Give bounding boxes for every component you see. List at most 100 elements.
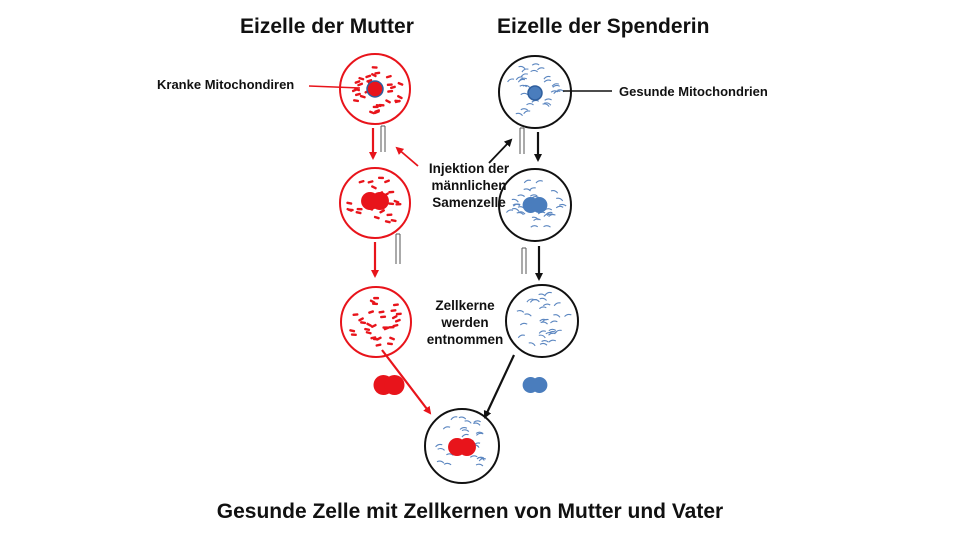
- donor-cell-3-mitochondrion: [542, 303, 551, 307]
- donor-cell-1-mitochondrion: [543, 75, 551, 80]
- mother-cell-1-mitochondrion: [366, 79, 373, 83]
- mother-cell-3-mitochondrion: [373, 296, 380, 300]
- injection-line-3: Samenzelle: [432, 195, 506, 210]
- mother-removed-nuclei: [373, 375, 405, 395]
- donor-cell-1-mitochondrion: [519, 77, 528, 81]
- mother-cell-2-mitochondrion: [358, 179, 365, 184]
- mother-cell-1-mitochondrion: [394, 99, 401, 104]
- donor-cell-1-mitochondrion: [518, 65, 526, 70]
- donor-removed-nuclei: [522, 377, 548, 393]
- donor-cell-3-mitochondrion: [516, 309, 525, 313]
- result-cell-mitochondrion: [461, 429, 470, 432]
- donor-cell-3-mitochondrion: [539, 318, 547, 322]
- mother-cell-3-mitochondrion: [391, 315, 398, 320]
- mother-cell-3-mitochondrion: [392, 323, 399, 328]
- donor-cell-2-mitochondrion: [535, 180, 543, 184]
- mother-cell-2-mitochondrion: [346, 201, 353, 205]
- mother-cell-1-mitochondrion: [397, 94, 403, 100]
- mother-cell-3-mitochondrion: [380, 315, 387, 319]
- nuclei-removed-line-3: entnommen: [426, 332, 504, 347]
- result-cell-mitochondrion: [477, 456, 485, 461]
- mother-cell-2-mitochondrion: [346, 207, 353, 212]
- donor-cell-1-mitochondrion: [507, 78, 515, 83]
- donor-cell-3-mitochondrion: [553, 302, 561, 307]
- donor-cell-1-mitochondrion: [523, 110, 531, 115]
- mother-cell-1-mitochondrion: [385, 74, 392, 79]
- mother-cell-1-mitochondrion: [375, 103, 382, 108]
- result-cell-mitochondrion: [459, 427, 468, 430]
- mother-cell-2-mitochondrion: [393, 199, 400, 204]
- donor-cell-2-mitochondrion: [555, 205, 564, 209]
- donor-to-result-arrow: [483, 354, 515, 419]
- sick-mito-pointer: [308, 85, 361, 89]
- donor-cell-3-mitochondrion: [538, 306, 547, 310]
- nuclei-removed-line-1: Zellkerne: [435, 298, 495, 313]
- donor-cell-2-mitochondrion: [550, 190, 559, 194]
- donor-cell-3-mitochondrion: [528, 342, 536, 347]
- donor-cell-1-mitochondrion: [530, 69, 538, 73]
- donor-cell-2-mitochondrion: [512, 203, 521, 206]
- donor-cell-3-mitochondrion: [524, 313, 532, 317]
- mother-cell-3-mitochondrion: [358, 317, 364, 322]
- nuclei-removed-line-2: werden: [441, 315, 489, 330]
- donor-cell-2-mitochondrion: [523, 179, 531, 184]
- donor-cell-1-mitochondrion: [551, 83, 560, 87]
- mother-cell-3-mitochondrion: [375, 336, 382, 341]
- mother-cell-3-mitochondrion: [350, 333, 357, 337]
- mother-cell-1-mitochondrion: [354, 80, 361, 84]
- result-cell-mitochondrion: [437, 447, 445, 451]
- donor-cell-2-mitochondrion: [512, 207, 520, 212]
- result-cell-mitochondrion: [478, 458, 487, 462]
- donor-cell-2-mitochondrion: [530, 225, 539, 228]
- mother-cell-2-mitochondrion: [386, 213, 393, 217]
- mother-cell-2-mitochondrion: [384, 220, 391, 224]
- donor-nucleus-2: [522, 197, 548, 213]
- donor-cell-2-mitochondrion: [548, 213, 556, 218]
- mother-cell-1-mitochondrion: [387, 89, 394, 93]
- donor-cell-1-mitochondrion: [544, 98, 552, 101]
- result-cell-mitochondrion: [461, 433, 469, 438]
- donor-cell-3-mitochondrion: [544, 291, 552, 296]
- donor-removed-nuclei-right: [531, 377, 548, 393]
- mother-cell-2-mitochondrion: [355, 211, 362, 215]
- mother-cell-3: [340, 286, 412, 358]
- sick-mitochondria-label: Kranke Mitochondiren: [157, 77, 295, 92]
- result-cell-mitochondrion: [475, 463, 484, 467]
- donor-cell-2-mitochondrion: [531, 216, 539, 221]
- mother-cell-1-mitochondrion: [369, 110, 375, 115]
- mother-cell-1-mitochondrion: [353, 99, 360, 103]
- mother-nucleus-1: [366, 80, 384, 98]
- injection-pointer-donor: [488, 138, 513, 164]
- mother-cell-3-mitochondrion: [368, 310, 375, 314]
- mother-removed-nuclei-right: [384, 375, 405, 395]
- donor-cell-3-mitochondrion: [519, 322, 528, 326]
- result-cell-mitochondrion: [473, 420, 481, 423]
- donor-nucleus-2-right: [531, 197, 548, 213]
- needle-mother-2: [395, 233, 401, 264]
- donor-cell-3-mitochondrion: [548, 328, 557, 332]
- result-cell-mitochondrion: [450, 416, 458, 421]
- mother-cell-3-mitochondrion: [369, 299, 376, 304]
- result-cell-mitochondrion: [435, 443, 443, 448]
- mother-cell-1-mitochondrion: [374, 71, 381, 75]
- mother-cell-2-mitochondrion: [379, 209, 385, 214]
- donor-cell-3-mitochondrion: [526, 298, 534, 303]
- mother-cell-1-mitochondrion: [371, 73, 377, 78]
- donor-cell-1-mitochondrion: [515, 76, 523, 81]
- mother-cell-1-mitochondrion: [385, 99, 391, 104]
- mother-cell-3-mitochondrion: [370, 323, 377, 328]
- donor-cell-1-mitochondrion: [553, 90, 561, 95]
- donor-cell-3-mitochondrion: [539, 297, 547, 301]
- needle-donor-1: [519, 127, 525, 154]
- mother-cell-2-mitochondrion: [373, 215, 380, 220]
- donor-cell-2-mitochondrion: [543, 225, 551, 228]
- result-cell-mitochondrion: [473, 422, 481, 426]
- donor-nucleus-1: [527, 85, 543, 101]
- mother-cell-1-mitochondrion: [389, 85, 396, 90]
- donor-egg-title: Eizelle der Spenderin: [497, 15, 710, 38]
- injection-line-2: männlichen: [431, 178, 507, 193]
- mother-cell-2-mitochondrion: [390, 219, 397, 223]
- mother-cell-2-mitochondrion: [384, 179, 390, 184]
- mother-cell-3-mitochondrion: [370, 336, 377, 340]
